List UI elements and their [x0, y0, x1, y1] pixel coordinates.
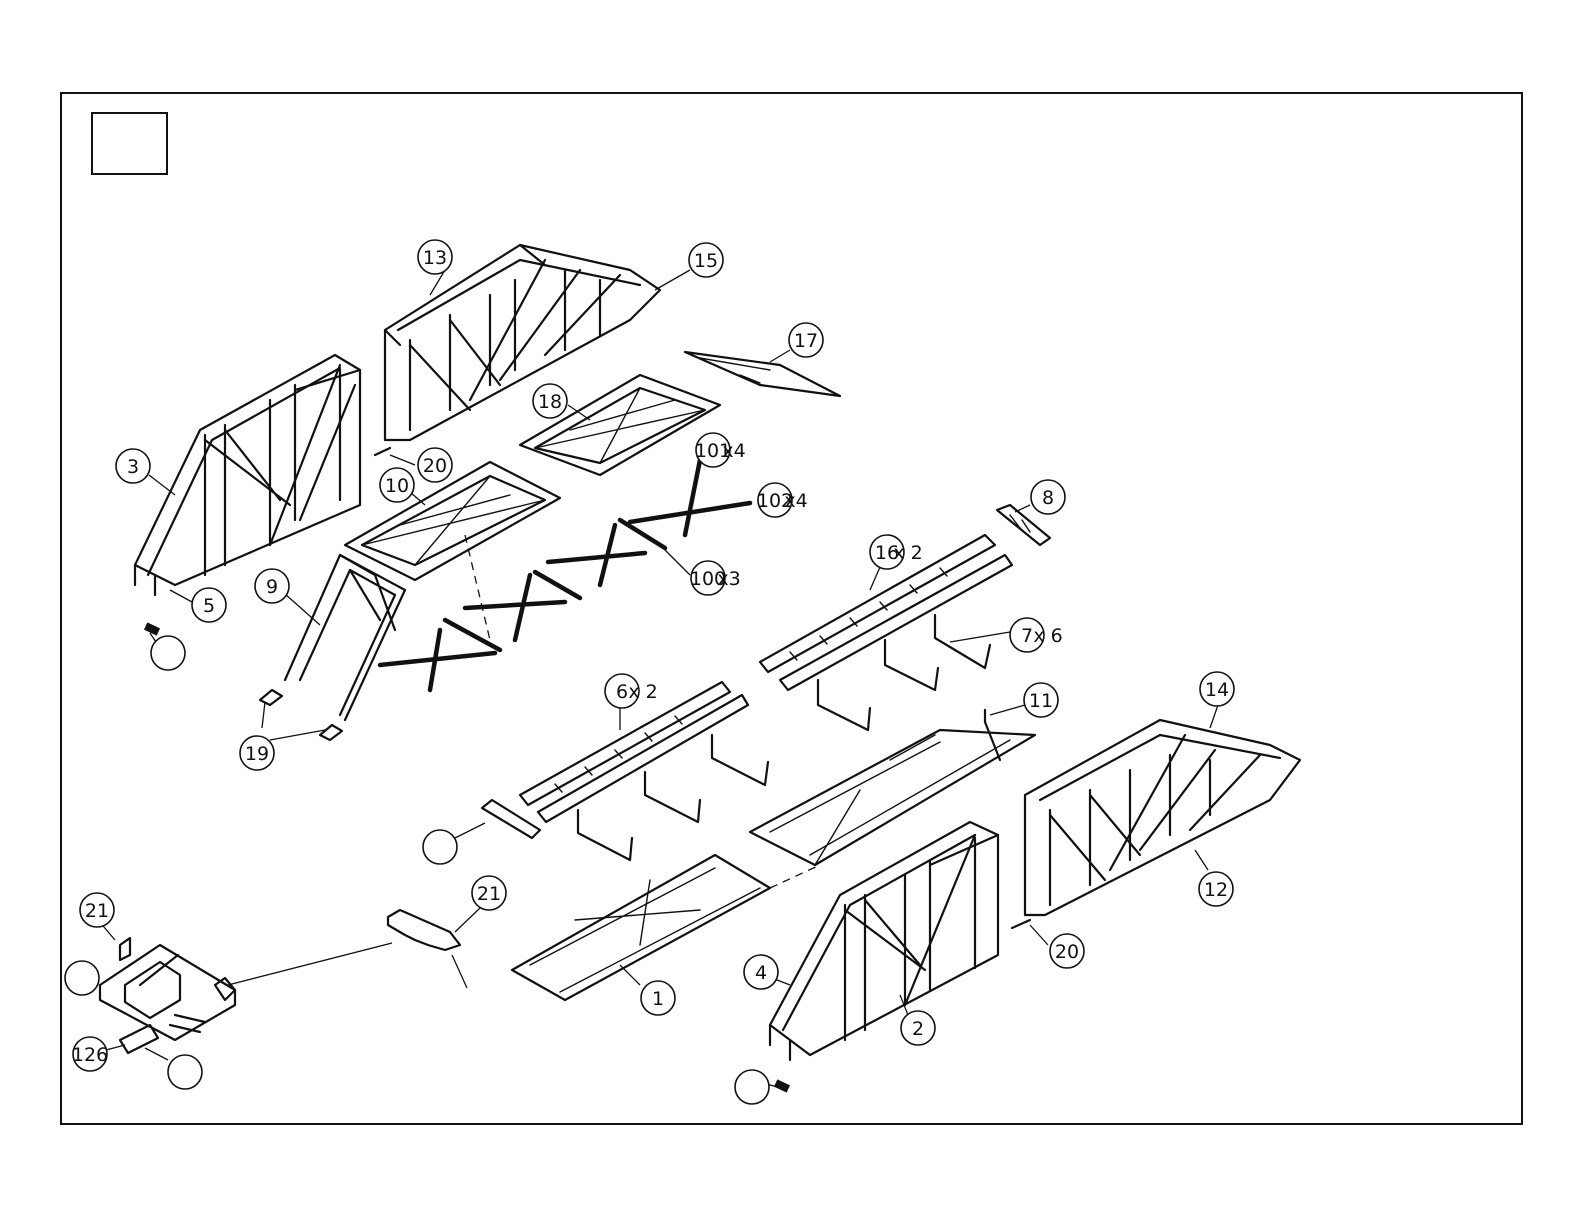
- callout-21-p21a: 21: [80, 893, 114, 927]
- guide-line-1: [770, 865, 820, 888]
- callout-number: 11: [1029, 690, 1053, 712]
- callout-quantity: x3: [717, 568, 740, 590]
- callout-number: 17: [794, 330, 818, 352]
- callout-number: 21: [85, 900, 109, 922]
- callout-9-p9: 9: [255, 569, 289, 603]
- callout-8-p8: 8: [1031, 480, 1065, 514]
- callout-number: 8: [1042, 487, 1054, 509]
- callout-number: 1: [652, 988, 664, 1010]
- part-14-truss-side: [1025, 720, 1300, 915]
- part-9-portal: [285, 555, 405, 720]
- callout-number: 15: [694, 250, 718, 272]
- part-126-plate: [120, 1025, 158, 1053]
- part-4-2-truss-side: [770, 822, 998, 1060]
- callout-number: 20: [1055, 941, 1079, 963]
- part-end-beam-small: [482, 800, 540, 838]
- callout-21-p21b: 21: [472, 876, 506, 910]
- callout-number: 5: [203, 595, 215, 617]
- assembly-line-21: [228, 943, 392, 985]
- callout-5-p5: 5: [192, 588, 226, 622]
- callout-102-p102: 102x4: [757, 483, 808, 517]
- callout-15-p15: 15: [689, 243, 723, 277]
- callout-number: 3: [127, 456, 139, 478]
- callout-18-p18: 18: [533, 384, 567, 418]
- callout-quantity: x 6: [1033, 625, 1062, 647]
- callout-blank-e1: [151, 636, 185, 670]
- part-13-truss-side: [385, 245, 660, 440]
- callout-number: 6: [616, 681, 628, 703]
- callout-101-p101: 101x4: [695, 433, 746, 467]
- callout-10-p10: 10: [380, 468, 414, 502]
- part-11-floor-bracing: [750, 710, 1035, 865]
- callout-blank-e3: [65, 961, 99, 995]
- callout-4-p4: 4: [744, 955, 778, 989]
- callout-number: 20: [423, 455, 447, 477]
- part-20-plate-a: [375, 448, 390, 455]
- callout-circle: [423, 830, 457, 864]
- callout-circle: [168, 1055, 202, 1089]
- guide-line-10: [465, 535, 490, 640]
- callout-19-p19: 19: [240, 736, 274, 770]
- callout-2-p2: 2: [901, 1011, 935, 1045]
- callout-circle: [65, 961, 99, 995]
- part-17-brace: [685, 352, 840, 396]
- part-3-truss-side: [135, 355, 360, 595]
- callout-number: 9: [266, 576, 278, 598]
- part-21-bearing-block: [100, 938, 235, 1040]
- callout-number: 4: [755, 962, 767, 984]
- callout-12-p12: 12: [1199, 872, 1233, 906]
- callout-blank-e4: [168, 1055, 202, 1089]
- callout-number: 13: [423, 247, 447, 269]
- callout-circle: [151, 636, 185, 670]
- callout-11-p11: 11: [1024, 683, 1058, 717]
- callout-6-p6: 6x 2: [605, 674, 658, 708]
- callout-number: 126: [72, 1044, 108, 1066]
- part-1-floor-bracing: [512, 855, 770, 1000]
- callout-number: 21: [477, 883, 501, 905]
- callout-14-p14: 14: [1200, 672, 1234, 706]
- callout-number: 10: [385, 475, 409, 497]
- callout-quantity: x4: [784, 490, 807, 512]
- callout-20-p20a: 20: [418, 448, 452, 482]
- part-21-plate: [388, 910, 460, 950]
- step-box: [92, 113, 167, 174]
- callout-number: 14: [1205, 679, 1229, 701]
- callout-bubbles: 1315171832010101x4102x4816x 2100x3957x 6…: [65, 240, 1234, 1104]
- callout-number: 12: [1204, 879, 1228, 901]
- callout-20-p20b: 20: [1050, 934, 1084, 968]
- callout-number: 19: [245, 743, 269, 765]
- callout-126-p126: 126: [72, 1037, 108, 1071]
- part-20-plate-b: [1012, 920, 1030, 928]
- part-19-plate-a: [260, 690, 282, 705]
- callout-1-p1: 1: [641, 981, 675, 1015]
- callout-quantity: x4: [722, 440, 745, 462]
- decal-a: [144, 622, 160, 635]
- callout-blank-e2: [423, 830, 457, 864]
- callout-17-p17: 17: [789, 323, 823, 357]
- part-10-floor-panel: [345, 462, 560, 580]
- callout-number: 18: [538, 391, 562, 413]
- callout-13-p13: 13: [418, 240, 452, 274]
- callout-number: 7: [1021, 625, 1033, 647]
- callout-quantity: x 2: [628, 681, 657, 703]
- callout-quantity: x 2: [893, 542, 922, 564]
- callout-3-p3: 3: [116, 449, 150, 483]
- diagram-frame: [61, 93, 1522, 1124]
- callout-16-p16: 16x 2: [870, 535, 923, 569]
- assembly-line-21b: [452, 955, 467, 988]
- callout-circle: [735, 1070, 769, 1104]
- callout-blank-e5: [735, 1070, 769, 1104]
- part-19-plate-b: [320, 725, 342, 740]
- callout-number: 2: [912, 1018, 924, 1040]
